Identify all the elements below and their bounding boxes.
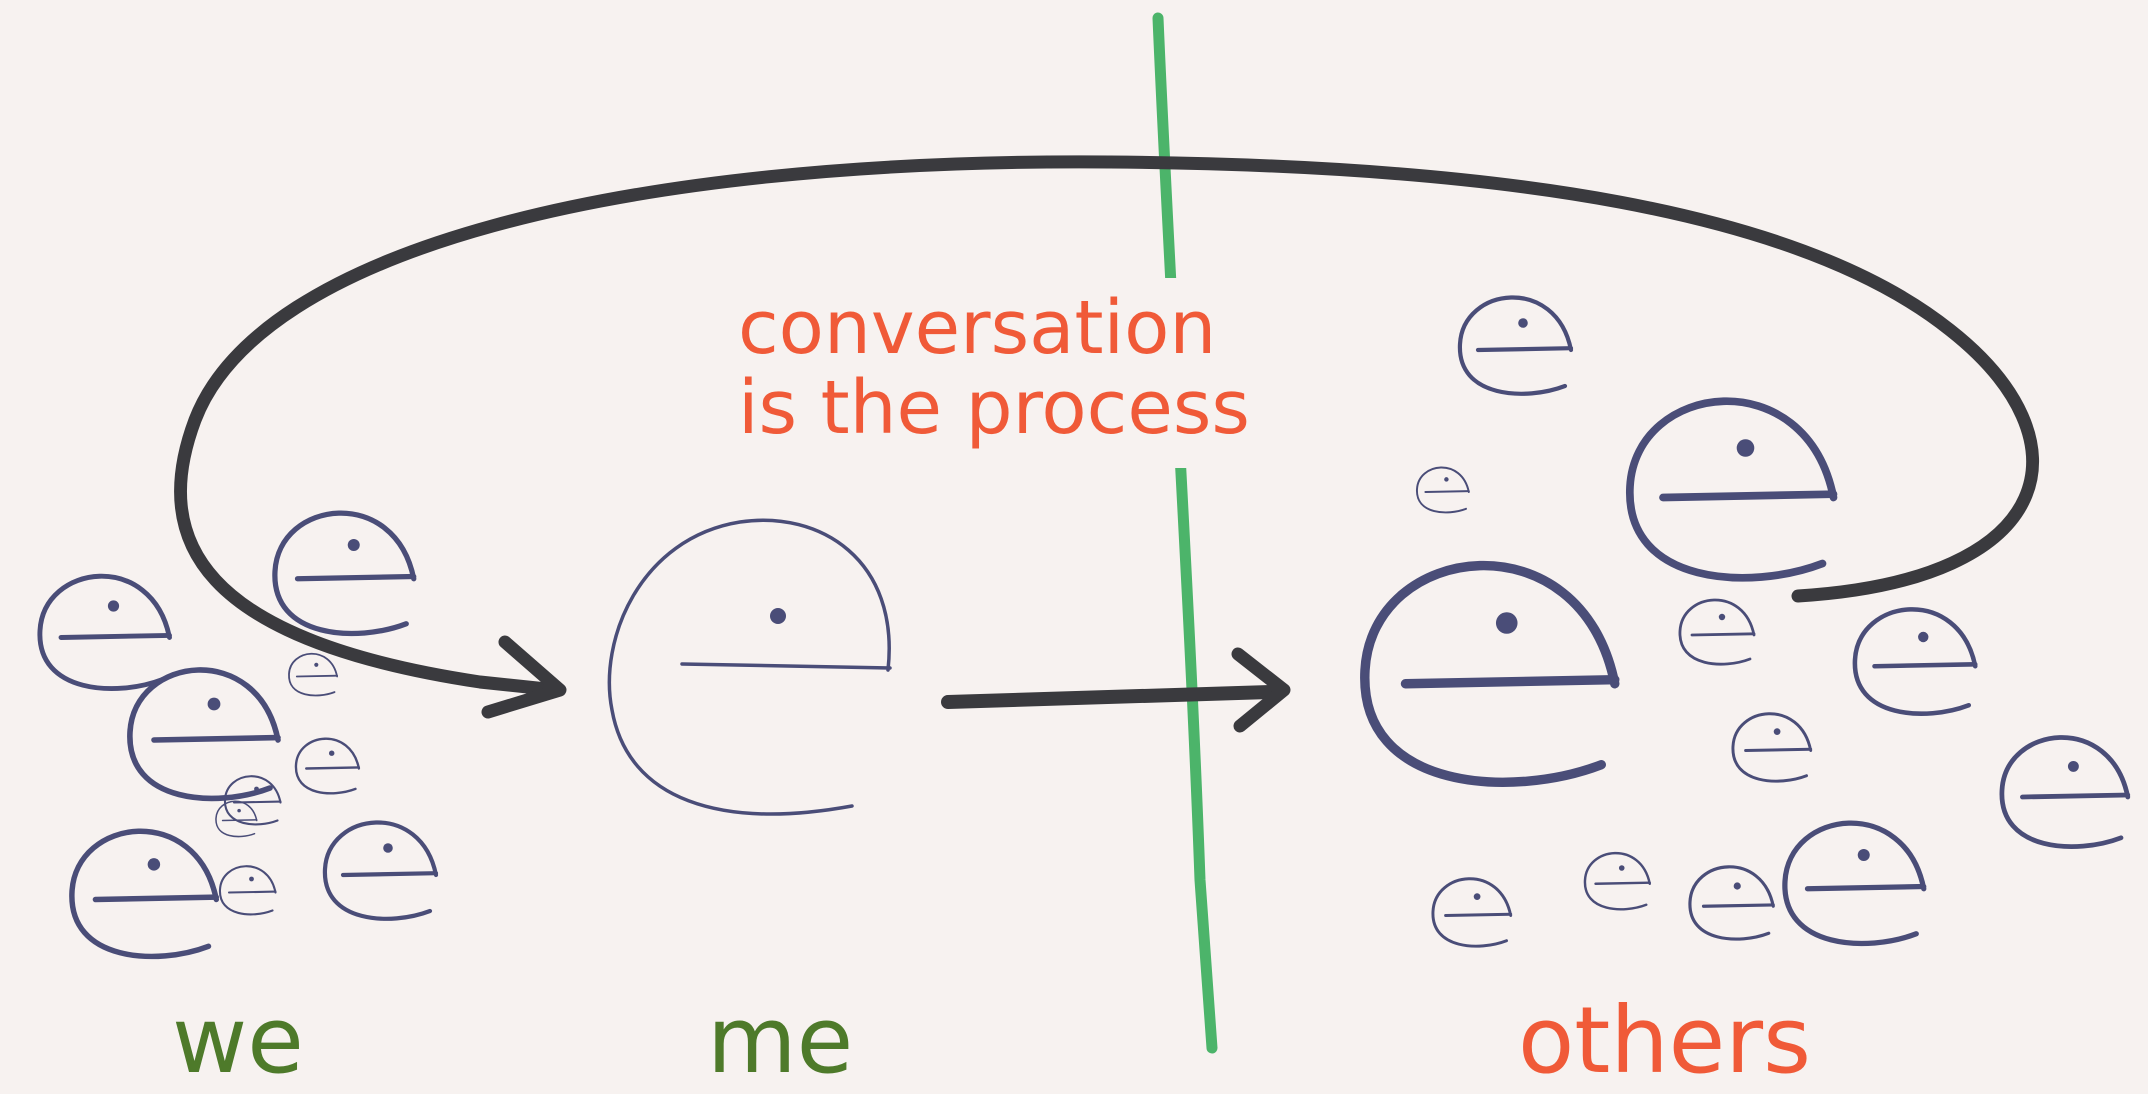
me-head bbox=[607, 518, 892, 816]
label-me: me bbox=[707, 987, 854, 1094]
we-cluster bbox=[40, 513, 436, 956]
title-background bbox=[730, 278, 1270, 468]
feedback-arrowhead bbox=[481, 635, 567, 719]
title-line-1: conversation bbox=[738, 285, 1217, 371]
label-others: others bbox=[1518, 987, 1812, 1094]
title-line-2: is the process bbox=[738, 365, 1250, 451]
divider-line bbox=[1152, 12, 1218, 1054]
me-to-others-arrow bbox=[941, 685, 1277, 709]
diagram-title: conversation is the process bbox=[738, 288, 1250, 448]
label-we: we bbox=[172, 987, 304, 1094]
feedback-loop-arrow bbox=[174, 155, 2039, 697]
me-to-others-arrowhead bbox=[1231, 647, 1291, 733]
